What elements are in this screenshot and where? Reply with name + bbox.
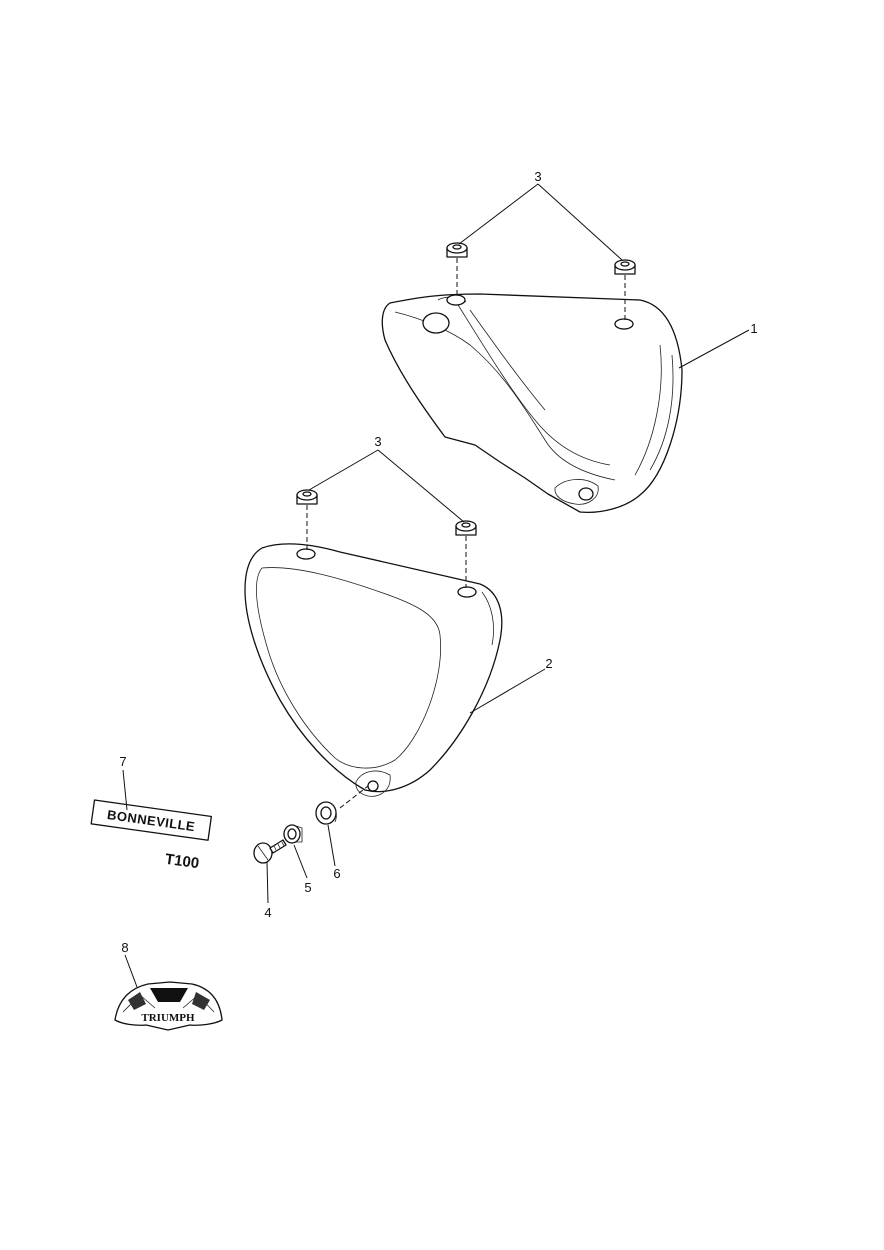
grommet-upper-right — [614, 259, 636, 275]
alignment-lines — [306, 258, 626, 809]
callout-2: 2 — [545, 656, 552, 671]
side-panel-left — [244, 543, 503, 797]
callout-5: 5 — [304, 880, 311, 895]
callout-3-upper: 3 — [534, 169, 541, 184]
grommet-lower-right — [455, 520, 477, 536]
grommet-small — [315, 801, 337, 825]
decal-model-text: T100 — [164, 851, 200, 873]
callout-4: 4 — [264, 905, 271, 920]
side-panel-right — [381, 293, 683, 514]
callout-1: 1 — [750, 321, 757, 336]
callout-numbers: 1 2 3 3 4 5 6 7 8 — [119, 169, 757, 955]
grommet-lower-left — [296, 489, 318, 505]
leader-lines — [122, 183, 750, 988]
callout-7: 7 — [119, 754, 126, 769]
triumph-badge: TRIUMPH — [114, 981, 223, 1031]
bonneville-decal: BONNEVILLE T100 — [90, 799, 213, 873]
screw — [253, 839, 287, 864]
callout-6: 6 — [333, 866, 340, 881]
callout-3-lower: 3 — [374, 434, 381, 449]
callout-8: 8 — [121, 940, 128, 955]
grommet-upper-left — [446, 242, 468, 258]
badge-triumph-text: TRIUMPH — [141, 1012, 195, 1024]
spacer — [283, 824, 303, 844]
